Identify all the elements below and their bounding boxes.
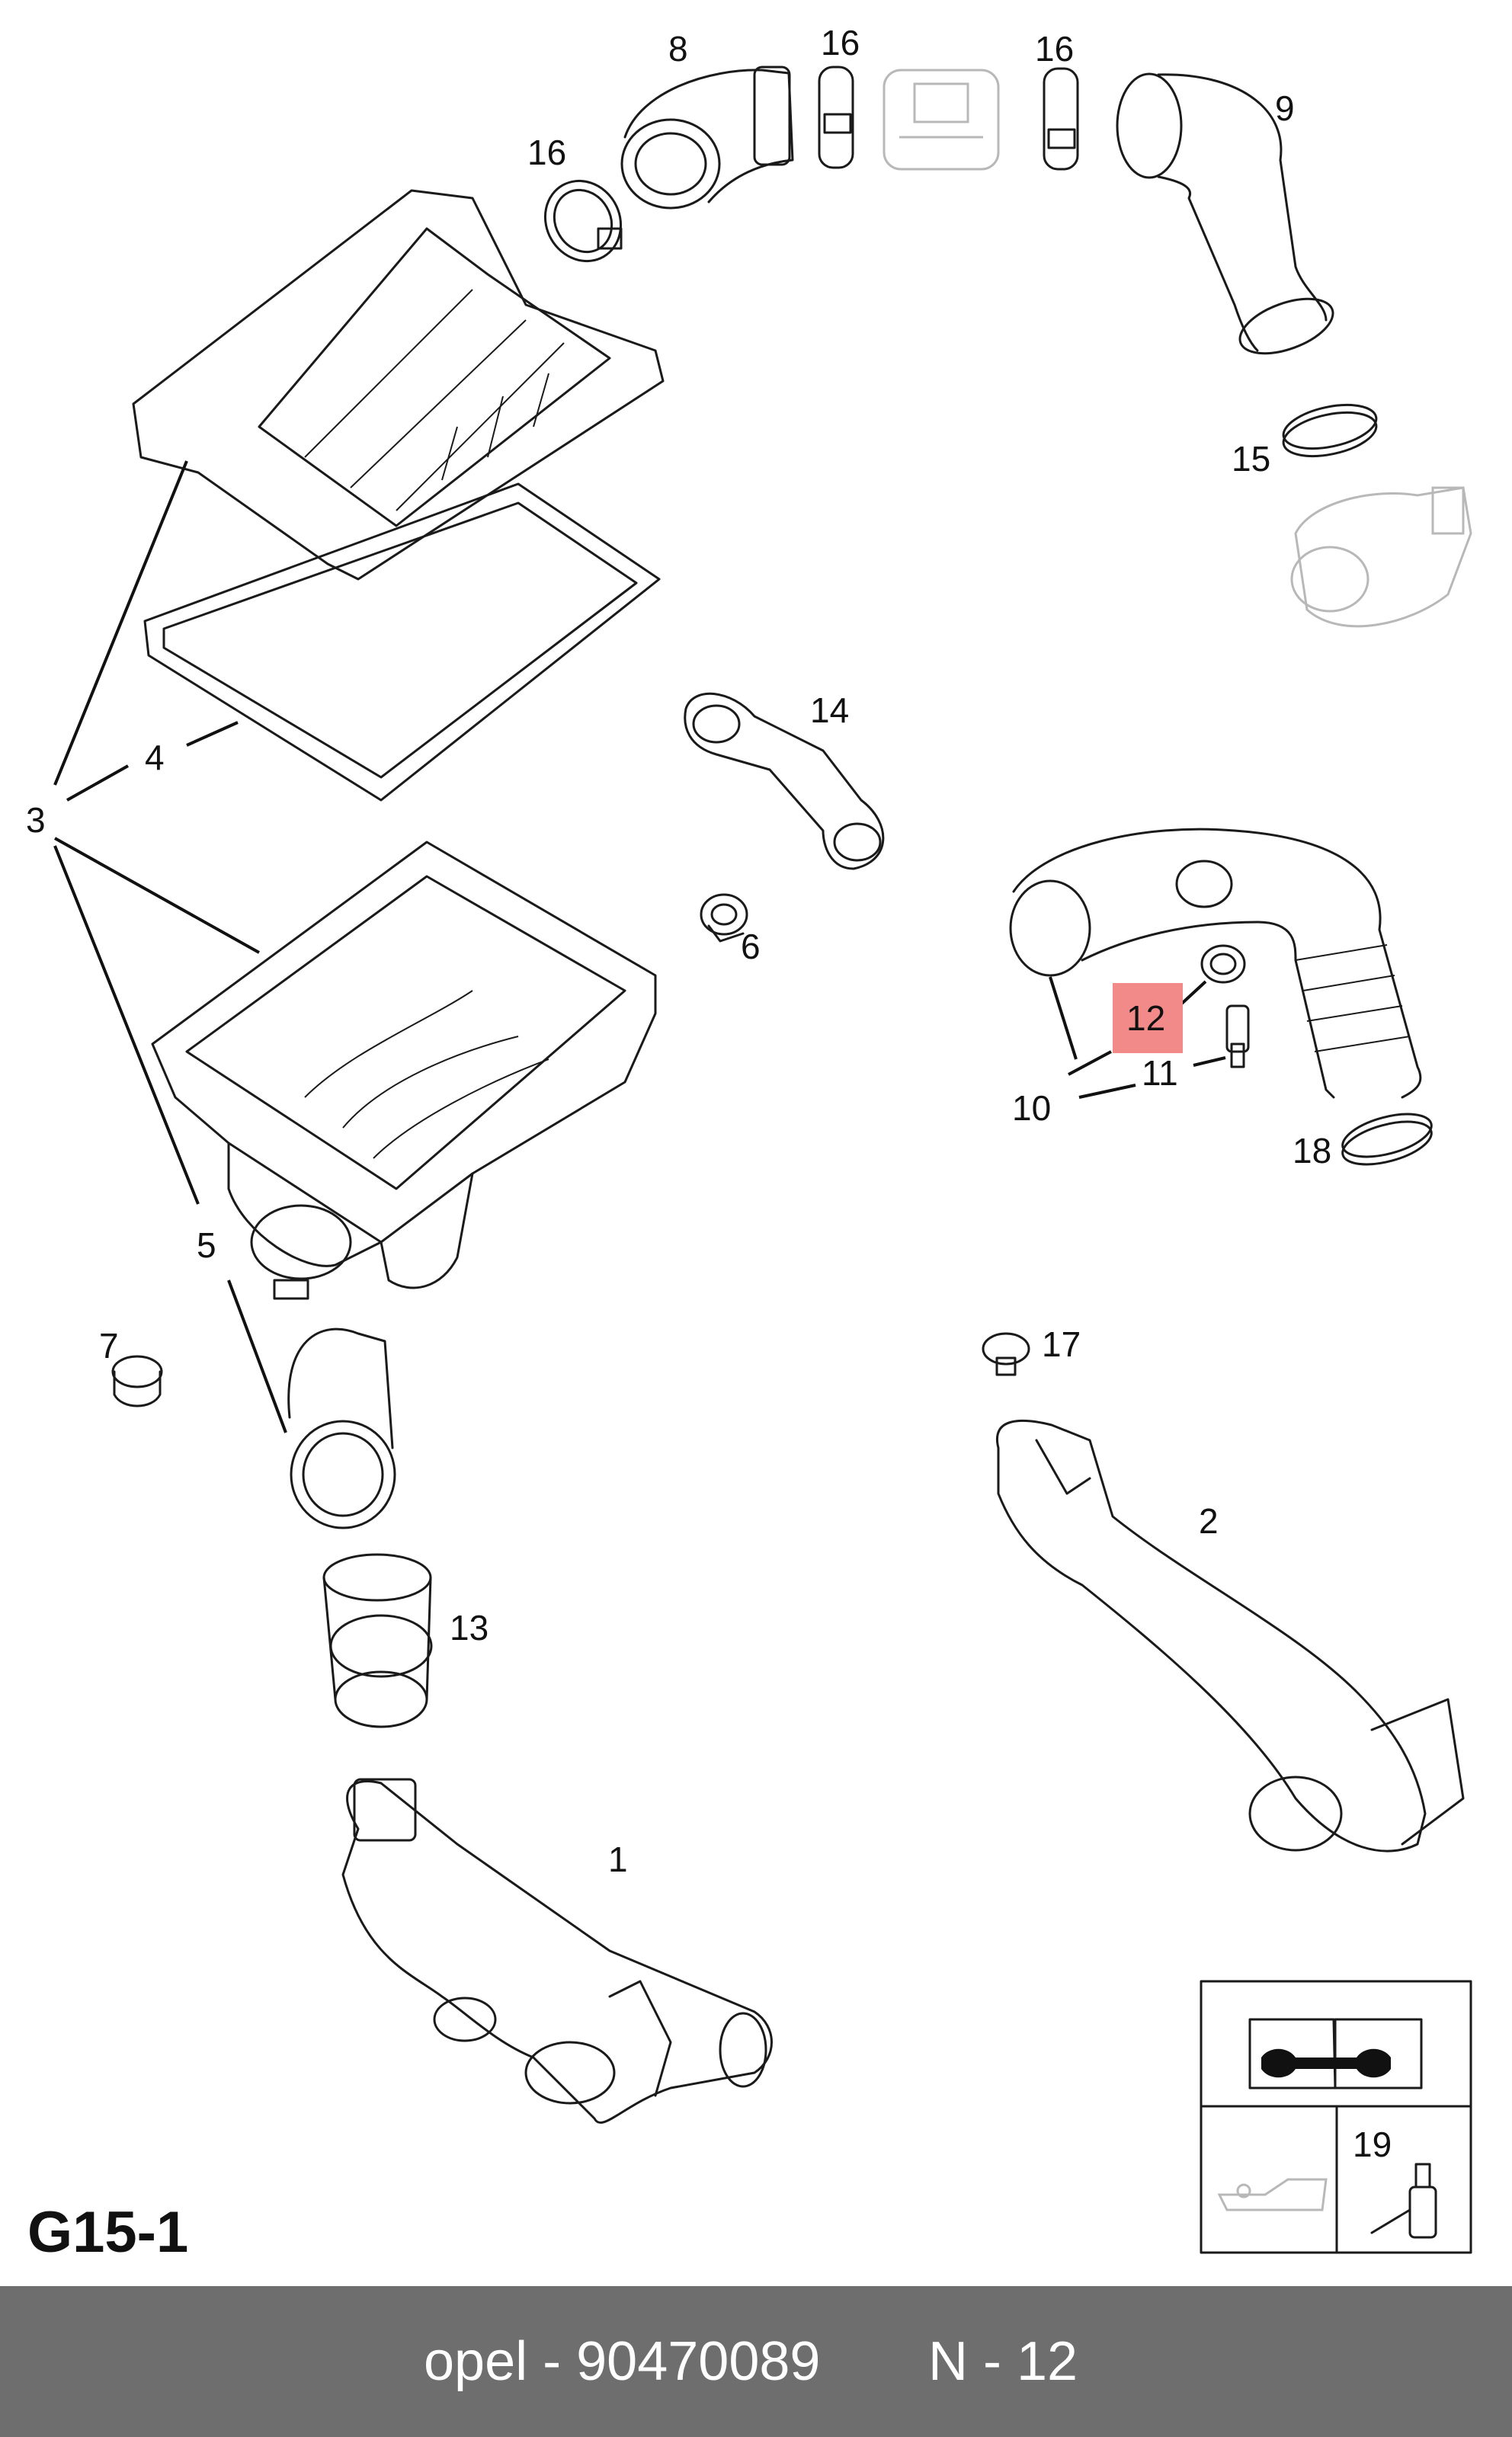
callout-6: 6: [741, 927, 761, 966]
callout-11: 11: [1142, 1053, 1178, 1093]
callout-12-highlight: [1113, 983, 1183, 1053]
part-6-grommet: [700, 893, 748, 943]
callout-2: 2: [1199, 1501, 1219, 1541]
callout-15: 15: [1232, 439, 1270, 479]
mass-air-flow-sensor-ghost: [883, 69, 1000, 171]
callout-19: 19: [1353, 2125, 1392, 2164]
callout-5: 5: [197, 1225, 216, 1265]
part-8-hose: [620, 66, 794, 210]
leader-lines: [53, 460, 1226, 1433]
callout-18: 18: [1293, 1131, 1331, 1170]
part-7-bushing: [111, 1355, 163, 1407]
part-5-duct: [287, 1327, 396, 1529]
part-11-sensor: [1225, 1004, 1250, 1068]
part-15-clamp: [1282, 403, 1378, 458]
part-16-clamp-right: [1043, 67, 1079, 171]
part-17-bolt: [982, 1332, 1030, 1376]
part-2-duct: [996, 1419, 1465, 1853]
part-4-filter-element: [143, 482, 661, 802]
callout-12: 12: [1126, 998, 1165, 1038]
callout-13: 13: [450, 1608, 489, 1648]
callout-17: 17: [1042, 1324, 1081, 1364]
sealant-bottle-icon: [1370, 2163, 1437, 2239]
part-16-clamp-left: [543, 179, 623, 263]
part-9-hose: [1116, 72, 1334, 355]
part-16-clamp-mid: [818, 66, 854, 169]
throttle-body-ghost: [1290, 486, 1472, 628]
part-13-resonator: [322, 1553, 433, 1728]
part-14-bracket: [684, 692, 885, 870]
callout-16-top-right: 16: [1035, 29, 1074, 69]
oil-can-icon: [1217, 2178, 1328, 2211]
part-3-cover-upper: [132, 189, 665, 581]
callout-1: 1: [608, 1840, 628, 1879]
part-10-hose: [1009, 828, 1422, 1099]
part-1-intake-pipe: [341, 1778, 773, 2124]
part-3-box-lower: [151, 841, 657, 1300]
callout-4: 4: [145, 738, 165, 777]
page-code: G15-1: [27, 2200, 189, 2265]
workshop-manual-icon: [1248, 2018, 1423, 2090]
callouts: 8 16 16 16 9 15 14 4 3 6 5 7 13 1 10 11 …: [26, 23, 1392, 2164]
part-18-clamp: [1341, 1113, 1433, 1166]
legend-box: [1200, 1980, 1472, 2254]
footer-bar: opel - 90470089 N - 12: [0, 2286, 1512, 2437]
callout-8: 8: [668, 29, 688, 69]
part-12-seal: [1200, 944, 1246, 984]
callout-9: 9: [1275, 88, 1295, 128]
footer-part-number: opel - 90470089: [424, 2331, 821, 2392]
callout-7: 7: [99, 1326, 119, 1366]
callout-10: 10: [1012, 1088, 1051, 1128]
callout-3: 3: [26, 800, 46, 840]
callout-16-top-left: 16: [821, 23, 860, 62]
exploded-parts-diagram: 8 16 16 16 9 15 14 4 3 6 5 7 13 1 10 11 …: [26, 23, 1472, 2254]
footer-reference: N - 12: [928, 2331, 1078, 2392]
callout-16-left: 16: [527, 133, 566, 172]
callout-14: 14: [810, 690, 849, 730]
